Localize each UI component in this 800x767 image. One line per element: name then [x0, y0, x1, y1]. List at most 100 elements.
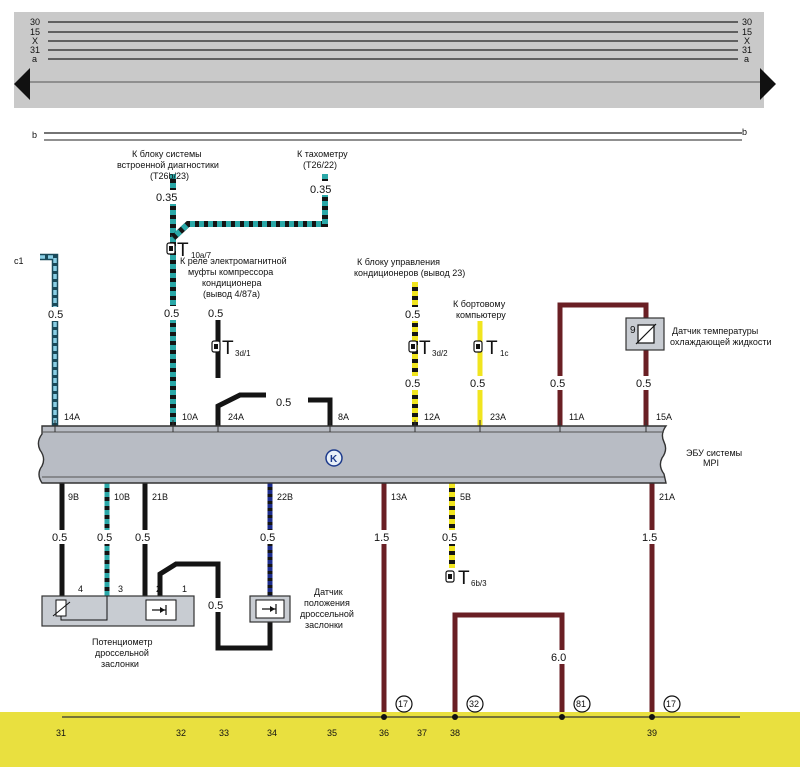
svg-text:T: T [419, 338, 431, 359]
svg-text:охлаждающей жидкости: охлаждающей жидкости [670, 337, 772, 347]
svg-text:T: T [177, 240, 189, 261]
gauge-ac: 0.5 [405, 309, 420, 321]
pin-label-21a: 21A [659, 492, 675, 502]
gauge-sensor15a: 0.5 [636, 378, 651, 390]
gauge-red11a: 0.5 [550, 378, 565, 390]
bus-label-15-right: 15 [742, 27, 752, 37]
pin-label-24a: 24A [228, 412, 244, 422]
ground-ref-3: 81 [576, 699, 586, 709]
connector-t6b3: T 6b/3 [445, 568, 487, 589]
ground-ref-1: 17 [398, 699, 408, 709]
svg-text:1c: 1c [500, 349, 508, 358]
ecu-k-badge-icon [325, 449, 343, 467]
bus-labels-right: 30 15 X 31 a [742, 17, 752, 64]
gauge-tacho: 0.35 [310, 184, 331, 196]
coolant-temp-sensor: 9 [625, 317, 665, 351]
ground-reference-circles: 17 32 81 17 [395, 695, 681, 713]
gauge-relay: 0.5 [208, 308, 223, 320]
ac-unit-label: К блоку управления кондиционеров (вывод … [354, 257, 465, 278]
potentiometer-label: Потенциометр дроссельной заслонки [92, 637, 152, 669]
ecu-bottom-pins: 9B 10B 21B 22B 13A 5B 21A [68, 492, 675, 502]
svg-text:10a/7: 10a/7 [191, 251, 212, 260]
pin-label-10a: 10A [182, 412, 198, 422]
tachometer-label: К тахометру (T26/22) [297, 149, 348, 170]
ecu-top-pin-marks [54, 420, 647, 432]
wire-11a [557, 302, 649, 426]
gauge-21b: 0.5 [135, 532, 150, 544]
bus-label-30-right: 30 [742, 17, 752, 27]
svg-text:4: 4 [78, 584, 83, 594]
diagnostics-label: К блоку системы встроенной диагностики (… [117, 149, 219, 181]
ecu-k-badge-label: K [330, 454, 338, 465]
svg-text:(вывод 4/87а): (вывод 4/87а) [203, 289, 260, 299]
connector-t3d1: T 3d/1 [211, 338, 251, 359]
gauge-loop: 0.5 [208, 600, 223, 612]
relay-label: К реле электромагнитной муфты компрессор… [180, 256, 287, 299]
svg-text:дроссельной: дроссельной [95, 648, 149, 658]
pin-label-15a: 15A [656, 412, 672, 422]
grid-number-38: 38 [450, 728, 460, 738]
connector-t10a: T 10a/7 [166, 240, 212, 261]
svg-text:компьютеру: компьютеру [456, 310, 506, 320]
pin-label-5b: 5B [460, 492, 471, 502]
gauge-diag-lower: 0.5 [164, 308, 179, 320]
svg-text:T: T [222, 338, 234, 359]
grid-number-39: 39 [647, 728, 657, 738]
svg-text:заслонки: заслонки [101, 659, 139, 669]
pin-label-9b: 9B [68, 492, 79, 502]
bus-label-30-left: 30 [30, 17, 40, 27]
bus-label-31-left: 31 [30, 45, 40, 55]
svg-text:3d/1: 3d/1 [235, 349, 251, 358]
grid-number-33: 33 [219, 728, 229, 738]
svg-text:муфты компрессора: муфты компрессора [188, 267, 273, 277]
bus-label-31-right: 31 [742, 45, 752, 55]
bus-label-15-left: 15 [30, 27, 40, 37]
gauge-ground-loop: 6.0 [551, 652, 566, 664]
svg-text:встроенной диагностики: встроенной диагностики [117, 160, 219, 170]
grid-number-34: 34 [267, 728, 277, 738]
svg-text:T: T [486, 338, 498, 359]
svg-text:заслонки: заслонки [305, 620, 343, 630]
svg-text:1: 1 [182, 584, 187, 594]
svg-text:кондиционера: кондиционера [202, 278, 261, 288]
pin-label-8a: 8A [338, 412, 349, 422]
pin-label-14a: 14A [64, 412, 80, 422]
coolant-temp-label: Датчик температуры охлаждающей жидкости [670, 326, 772, 347]
gauge-diag-upper: 0.35 [156, 192, 177, 204]
gauge-board: 0.5 [470, 378, 485, 390]
ecu-label-line2: MPI [703, 458, 719, 468]
gauge-5b: 0.5 [442, 532, 457, 544]
svg-text:К блоку управления: К блоку управления [357, 257, 440, 267]
svg-text:Датчик: Датчик [314, 587, 343, 597]
gauge-9b: 0.5 [52, 532, 67, 544]
svg-text:К бортовому: К бортовому [453, 299, 506, 309]
bus-label-b-left: b [32, 130, 37, 140]
grid-number-32: 32 [176, 728, 186, 738]
connector-t1c: T 1c [473, 338, 508, 359]
grid-numbers: 31 32 33 34 35 36 37 38 39 [56, 728, 657, 738]
gauge-22b: 0.5 [260, 532, 275, 544]
grid-number-36: 36 [379, 728, 389, 738]
grid-number-31: 31 [56, 728, 66, 738]
wire-c1 [40, 253, 59, 426]
pin-label-11a: 11A [569, 412, 584, 422]
svg-text:2: 2 [156, 584, 161, 594]
svg-text:T: T [458, 568, 470, 589]
wire-gauges: 0.5 0.35 0.35 0.5 0.5 0.5 0.5 0.5 0.5 0.… [46, 181, 663, 664]
pin-label-22b: 22B [277, 492, 293, 502]
pin-label-21b: 21B [152, 492, 168, 502]
throttle-potentiometer [41, 595, 195, 627]
ground-junctions [381, 714, 655, 720]
svg-text:3: 3 [118, 584, 123, 594]
svg-text:6b/3: 6b/3 [471, 579, 487, 588]
c1-label: c1 [14, 256, 24, 266]
bus-label-x-left: X [32, 36, 38, 46]
throttle-position-sensor [249, 595, 291, 623]
ecu-label-line1: ЭБУ системы [686, 448, 742, 458]
grid-number-37: 37 [417, 728, 427, 738]
bus-label-x-right: X [744, 36, 750, 46]
top-bus-band [14, 12, 764, 108]
pin-label-10b: 10B [114, 492, 130, 502]
bus-label-a-right: a [744, 54, 749, 64]
